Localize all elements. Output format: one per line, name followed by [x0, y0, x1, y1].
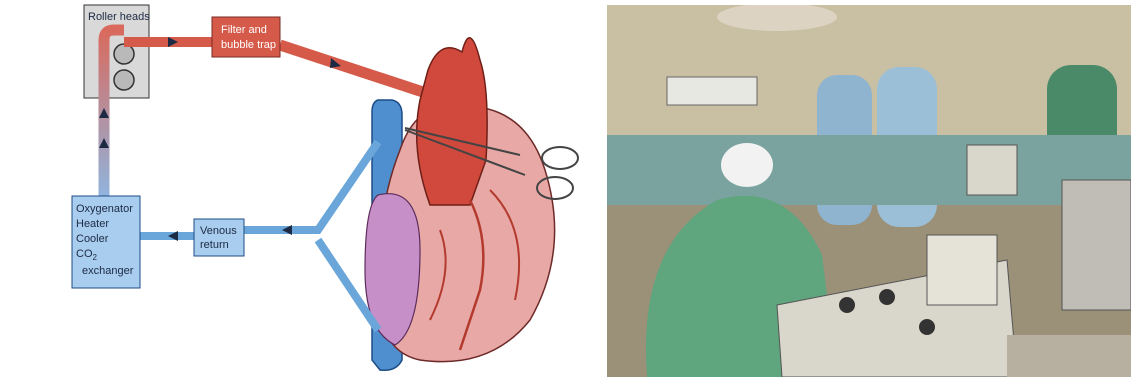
filter-bubble-trap-box: Filter and bubble trap — [212, 17, 280, 57]
venous-tube-upper — [220, 142, 378, 230]
cabinet — [1062, 180, 1131, 310]
xray-lightbox — [667, 77, 757, 105]
venous-label-line1: Venous — [200, 225, 237, 237]
dial-icon — [839, 297, 855, 313]
operating-room-photo — [607, 5, 1131, 377]
oxy-label-line1: Oxygenator — [76, 203, 133, 215]
oxygenator-box: Oxygenator Heater Cooler CO2 exchanger — [72, 196, 140, 288]
oxy-label-line3: Cooler — [76, 233, 109, 245]
surgical-cap — [721, 143, 773, 187]
roller-heads-box: Roller heads — [84, 5, 150, 98]
filter-label-line1: Filter and — [221, 24, 267, 36]
monitor — [967, 145, 1017, 195]
roller-heads-label: Roller heads — [88, 11, 150, 23]
dial-icon — [879, 289, 895, 305]
aorta — [417, 38, 487, 205]
venous-label-line2: return — [200, 239, 229, 251]
bypass-diagram: Roller heads Filter and bubble trap — [0, 0, 600, 383]
oxy-label-line5: exchanger — [82, 265, 134, 277]
venous-return-box: Venous return — [194, 219, 244, 256]
oxy-label-line2: Heater — [76, 218, 109, 230]
roller-head-icon — [114, 70, 134, 90]
filter-label-line2: bubble trap — [221, 39, 276, 51]
control-unit — [927, 235, 997, 305]
arterial-tube — [280, 45, 432, 95]
dial-icon — [919, 319, 935, 335]
